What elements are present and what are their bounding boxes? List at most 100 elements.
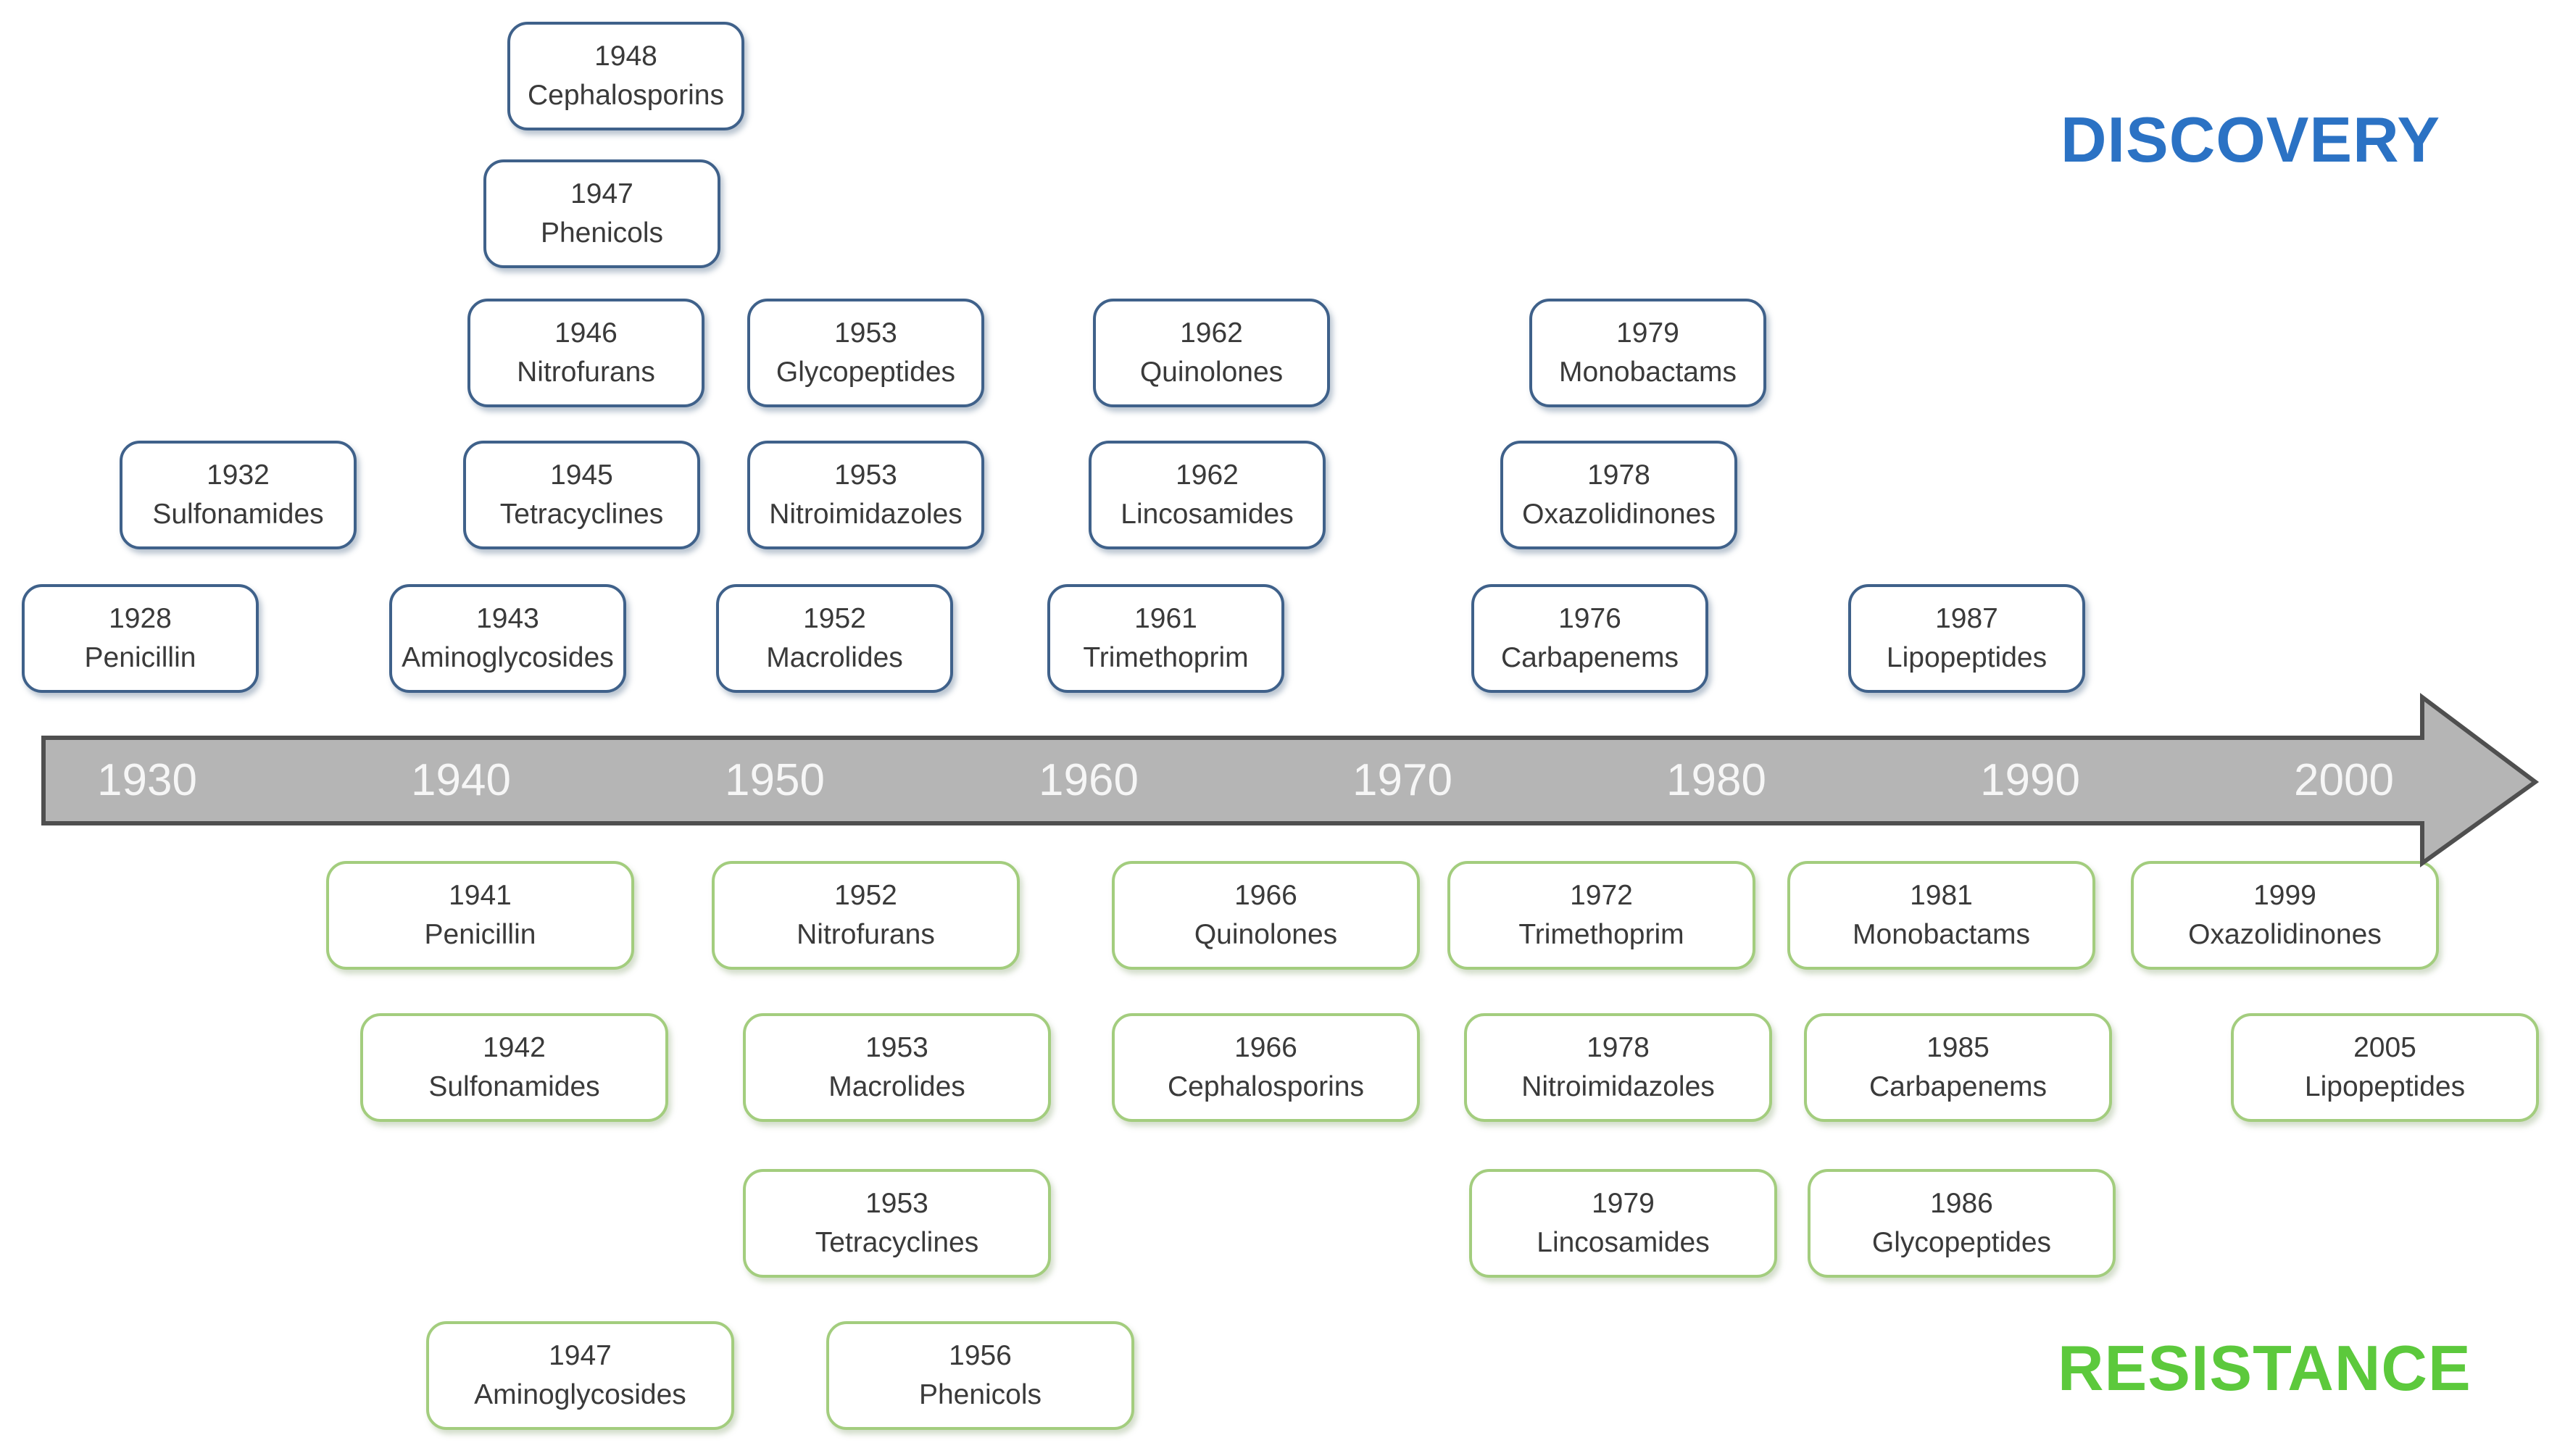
resistance-box-1966-cephalosporins: 1966 Cephalosporins <box>1112 1013 1420 1122</box>
year-label: 1945 <box>550 459 613 491</box>
class-label: Trimethoprim <box>1083 641 1249 673</box>
year-label: 1956 <box>949 1339 1012 1371</box>
class-label: Sulfonamides <box>152 498 324 530</box>
resistance-box-1966-quinolones: 1966 Quinolones <box>1112 861 1420 970</box>
discovery-box-1987-lipopeptides: 1987 Lipopeptides <box>1848 584 2085 693</box>
resistance-box-1978-nitroimidazoles: 1978 Nitroimidazoles <box>1464 1013 1772 1122</box>
discovery-box-1953-nitroimidazoles: 1953 Nitroimidazoles <box>747 441 984 549</box>
year-label: 1942 <box>483 1031 546 1063</box>
class-label: Cephalosporins <box>1167 1070 1364 1102</box>
decade-label-1970: 1970 <box>1352 755 1452 805</box>
class-label: Lincosamides <box>1121 498 1294 530</box>
year-label: 1961 <box>1134 602 1197 634</box>
timeline-arrow-shape <box>41 693 2540 868</box>
resistance-box-1953-tetracyclines: 1953 Tetracyclines <box>743 1169 1051 1278</box>
class-label: Penicillin <box>84 641 196 673</box>
decade-label-1980: 1980 <box>1666 755 1766 805</box>
class-label: Nitrofurans <box>797 918 935 950</box>
discovery-box-1948-cephalosporins: 1948 Cephalosporins <box>507 22 744 130</box>
year-label: 1962 <box>1180 317 1243 349</box>
year-label: 1976 <box>1558 602 1621 634</box>
resistance-box-1999-oxazolidinones: 1999 Oxazolidinones <box>2131 861 2439 970</box>
discovery-box-1953-glycopeptides: 1953 Glycopeptides <box>747 299 984 407</box>
year-label: 1941 <box>449 879 512 911</box>
year-label: 1986 <box>1930 1187 1993 1219</box>
year-label: 1979 <box>1592 1187 1655 1219</box>
decade-label-1950: 1950 <box>725 755 825 805</box>
year-label: 1953 <box>865 1031 928 1063</box>
class-label: Trimethoprim <box>1518 918 1684 950</box>
discovery-box-1928-penicillin: 1928 Penicillin <box>22 584 259 693</box>
timeline-arrow <box>41 693 2540 868</box>
year-label: 1928 <box>109 602 172 634</box>
class-label: Carbapenems <box>1501 641 1679 673</box>
discovery-box-1946-nitrofurans: 1946 Nitrofurans <box>467 299 704 407</box>
class-label: Phenicols <box>540 217 664 249</box>
class-label: Macrolides <box>828 1070 965 1102</box>
year-label: 1947 <box>570 178 633 209</box>
year-label: 1946 <box>554 317 618 349</box>
year-label: 1932 <box>207 459 270 491</box>
discovery-title: DISCOVERY <box>2061 104 2441 175</box>
discovery-box-1952-macrolides: 1952 Macrolides <box>716 584 953 693</box>
resistance-box-1972-trimethoprim: 1972 Trimethoprim <box>1447 861 1755 970</box>
year-label: 1952 <box>834 879 897 911</box>
year-label: 1953 <box>834 459 897 491</box>
class-label: Aminoglycosides <box>474 1378 686 1410</box>
resistance-box-1979-lincosamides: 1979 Lincosamides <box>1469 1169 1777 1278</box>
discovery-box-1979-monobactams: 1979 Monobactams <box>1529 299 1766 407</box>
year-label: 1978 <box>1587 1031 1650 1063</box>
class-label: Quinolones <box>1194 918 1338 950</box>
discovery-box-1947-phenicols: 1947 Phenicols <box>483 159 720 268</box>
year-label: 1953 <box>834 317 897 349</box>
class-label: Monobactams <box>1853 918 2030 950</box>
class-label: Tetracyclines <box>815 1226 979 1258</box>
decade-label-1990: 1990 <box>1980 755 2080 805</box>
discovery-box-1945-tetracyclines: 1945 Tetracyclines <box>463 441 700 549</box>
class-label: Macrolides <box>766 641 903 673</box>
decade-label-1940: 1940 <box>411 755 511 805</box>
year-label: 1987 <box>1935 602 1998 634</box>
class-label: Quinolones <box>1139 356 1284 388</box>
class-label: Nitroimidazoles <box>769 498 963 530</box>
resistance-box-1985-carbapenems: 1985 Carbapenems <box>1804 1013 2112 1122</box>
year-label: 1979 <box>1616 317 1679 349</box>
discovery-box-1978-oxazolidinones: 1978 Oxazolidinones <box>1500 441 1737 549</box>
class-label: Lipopeptides <box>2304 1070 2466 1102</box>
year-label: 1978 <box>1587 459 1650 491</box>
decade-label-2000: 2000 <box>2294 755 2394 805</box>
class-label: Glycopeptides <box>776 356 956 388</box>
class-label: Aminoglycosides <box>402 641 614 673</box>
resistance-box-1947-aminoglycosides: 1947 Aminoglycosides <box>426 1321 734 1430</box>
discovery-box-1962-lincosamides: 1962 Lincosamides <box>1089 441 1326 549</box>
discovery-box-1932-sulfonamides: 1932 Sulfonamides <box>120 441 357 549</box>
class-label: Sulfonamides <box>428 1070 600 1102</box>
class-label: Carbapenems <box>1869 1070 2047 1102</box>
year-label: 1953 <box>865 1187 928 1219</box>
year-label: 1972 <box>1570 879 1633 911</box>
class-label: Monobactams <box>1559 356 1737 388</box>
class-label: Oxazolidinones <box>1522 498 1716 530</box>
year-label: 1966 <box>1234 1031 1297 1063</box>
class-label: Nitroimidazoles <box>1521 1070 1715 1102</box>
resistance-box-1952-nitrofurans: 1952 Nitrofurans <box>712 861 1020 970</box>
resistance-box-1986-glycopeptides: 1986 Glycopeptides <box>1808 1169 2116 1278</box>
discovery-box-1943-aminoglycosides: 1943 Aminoglycosides <box>389 584 626 693</box>
class-label: Penicillin <box>424 918 536 950</box>
year-label: 1999 <box>2253 879 2316 911</box>
year-label: 2005 <box>2353 1031 2416 1063</box>
class-label: Tetracyclines <box>499 498 664 530</box>
resistance-box-1941-penicillin: 1941 Penicillin <box>326 861 634 970</box>
discovery-box-1961-trimethoprim: 1961 Trimethoprim <box>1047 584 1284 693</box>
class-label: Lipopeptides <box>1886 641 2048 673</box>
discovery-box-1962-quinolones: 1962 Quinolones <box>1093 299 1330 407</box>
year-label: 1947 <box>549 1339 612 1371</box>
class-label: Lincosamides <box>1537 1226 1710 1258</box>
year-label: 1985 <box>1926 1031 1990 1063</box>
resistance-title: RESISTANCE <box>2058 1332 2472 1404</box>
decade-label-1960: 1960 <box>1039 755 1139 805</box>
year-label: 1966 <box>1234 879 1297 911</box>
resistance-box-1981-monobactams: 1981 Monobactams <box>1787 861 2095 970</box>
resistance-box-1956-phenicols: 1956 Phenicols <box>826 1321 1134 1430</box>
